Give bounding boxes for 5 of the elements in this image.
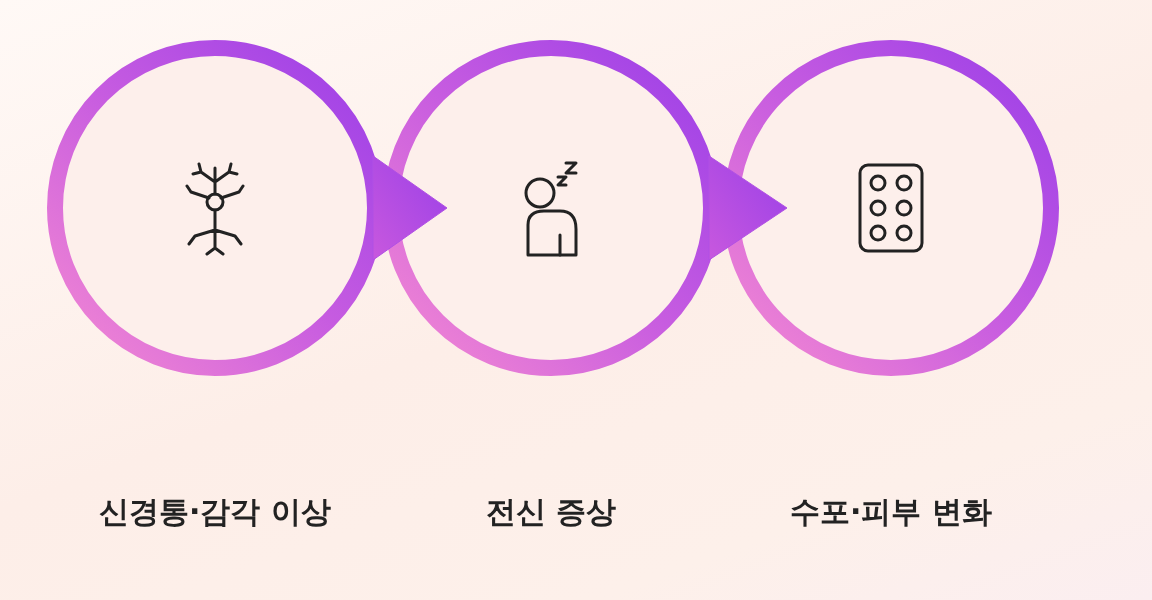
step-label: 수포·피부 변화 xyxy=(790,493,992,531)
chevron-arrow xyxy=(708,155,788,261)
step-label: 전신 증상 xyxy=(485,493,617,531)
chevron-arrow xyxy=(372,155,448,261)
step-label: 신경통·감각 이상 xyxy=(99,493,331,531)
